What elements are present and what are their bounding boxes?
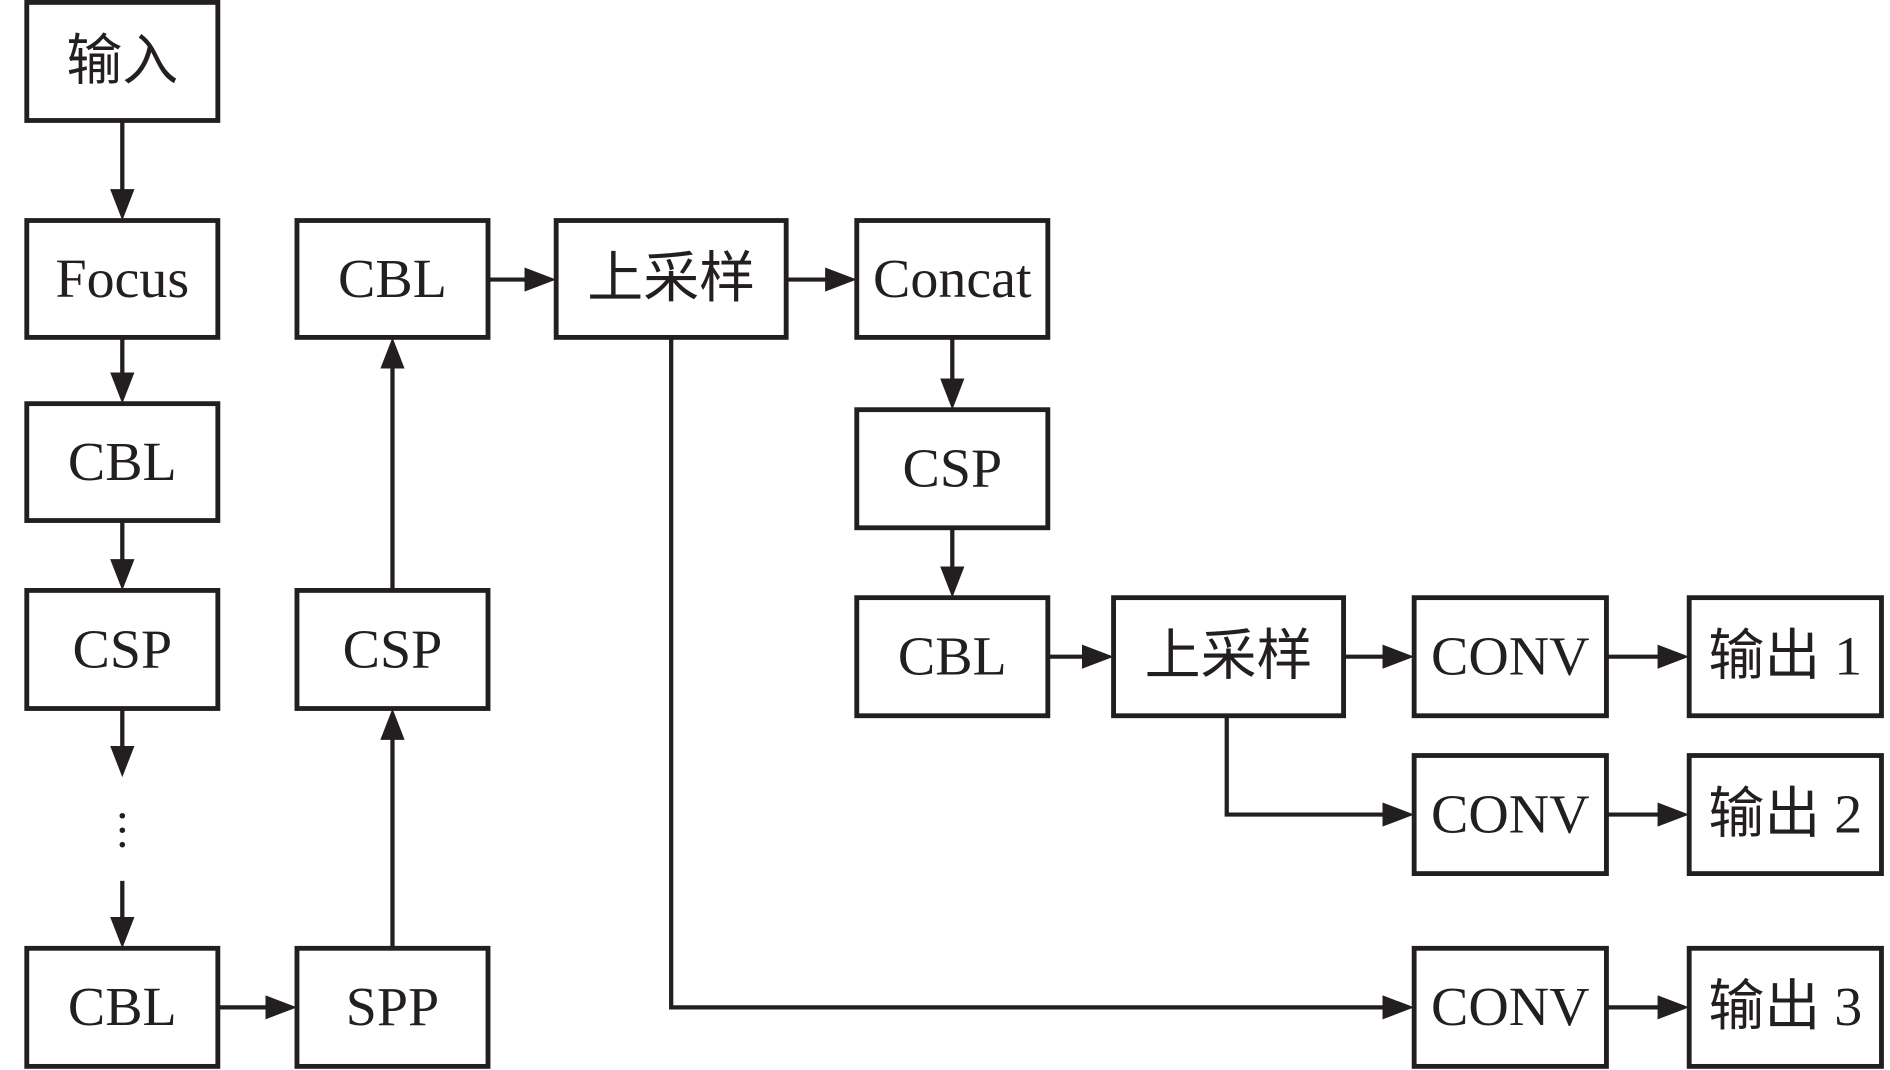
node-upsample-2: 上采样 [1111,595,1347,719]
node-label: 上采样 [1145,626,1313,688]
node-label: 上采样 [587,248,755,310]
arrow-upsample-1-to-conv-3 [669,337,1415,1020]
ellipsis-dot [119,827,126,833]
node-spp: SPP [294,945,491,1069]
node-box [854,595,1051,719]
node-label: CSP [343,619,443,681]
node-focus: Focus [24,218,221,340]
node-cbl-2: CBL [24,945,221,1069]
node-label: CBL [898,626,1007,688]
node-label: CONV [1431,976,1590,1038]
node-box [854,407,1051,531]
node-cbl-4: CBL [854,595,1051,719]
vertical-ellipsis [119,812,126,848]
node-conv-2: CONV [1411,753,1609,877]
node-cbl-1: CBL [24,401,221,523]
node-box [24,945,221,1069]
ellipsis-dot [119,812,126,819]
node-upsample-1: 上采样 [553,218,789,340]
node-output-1: 输出 1 [1686,595,1884,719]
node-cbl-3: CBL [294,218,491,340]
node-input: 输入 [24,0,221,123]
node-box [294,588,491,711]
ellipsis-dot [119,841,126,848]
node-csp-1: CSP [24,588,221,711]
node-box [24,588,221,711]
node-label: SPP [346,976,439,1038]
node-box [1686,595,1884,719]
node-box [1686,753,1884,877]
node-box [854,218,1051,340]
node-csp-2: CSP [294,588,491,711]
node-box [24,401,221,523]
node-output-3: 输出 3 [1686,945,1884,1069]
node-box [24,0,221,123]
node-concat: Concat [854,218,1051,340]
node-label: CONV [1431,626,1590,688]
node-label: CBL [338,248,447,310]
node-box [1411,753,1609,877]
node-label: 输出 1 [1708,626,1862,688]
node-conv-1: CONV [1411,595,1609,719]
node-label: 输入 [66,31,178,93]
node-box [1111,595,1347,719]
node-box [1686,945,1884,1069]
node-label: Concat [873,248,1032,310]
node-conv-3: CONV [1411,945,1609,1069]
node-label: CSP [73,619,173,681]
node-label: CONV [1431,784,1590,846]
node-label: CSP [903,438,1003,500]
node-label: 输出 3 [1708,976,1862,1038]
node-output-2: 输出 2 [1686,753,1884,877]
node-box [1411,945,1609,1069]
node-box [24,218,221,340]
node-box [294,218,491,340]
node-label: CBL [68,976,177,1038]
node-box [1411,595,1609,719]
arrow-upsample-2-to-conv-2 [1224,715,1415,827]
connectors [110,120,1690,1020]
node-label: 输出 2 [1708,784,1862,846]
node-label: Focus [55,248,189,310]
node-label: CBL [68,431,177,493]
node-box [294,945,491,1069]
node-csp-3: CSP [854,407,1051,531]
node-box [553,218,789,340]
